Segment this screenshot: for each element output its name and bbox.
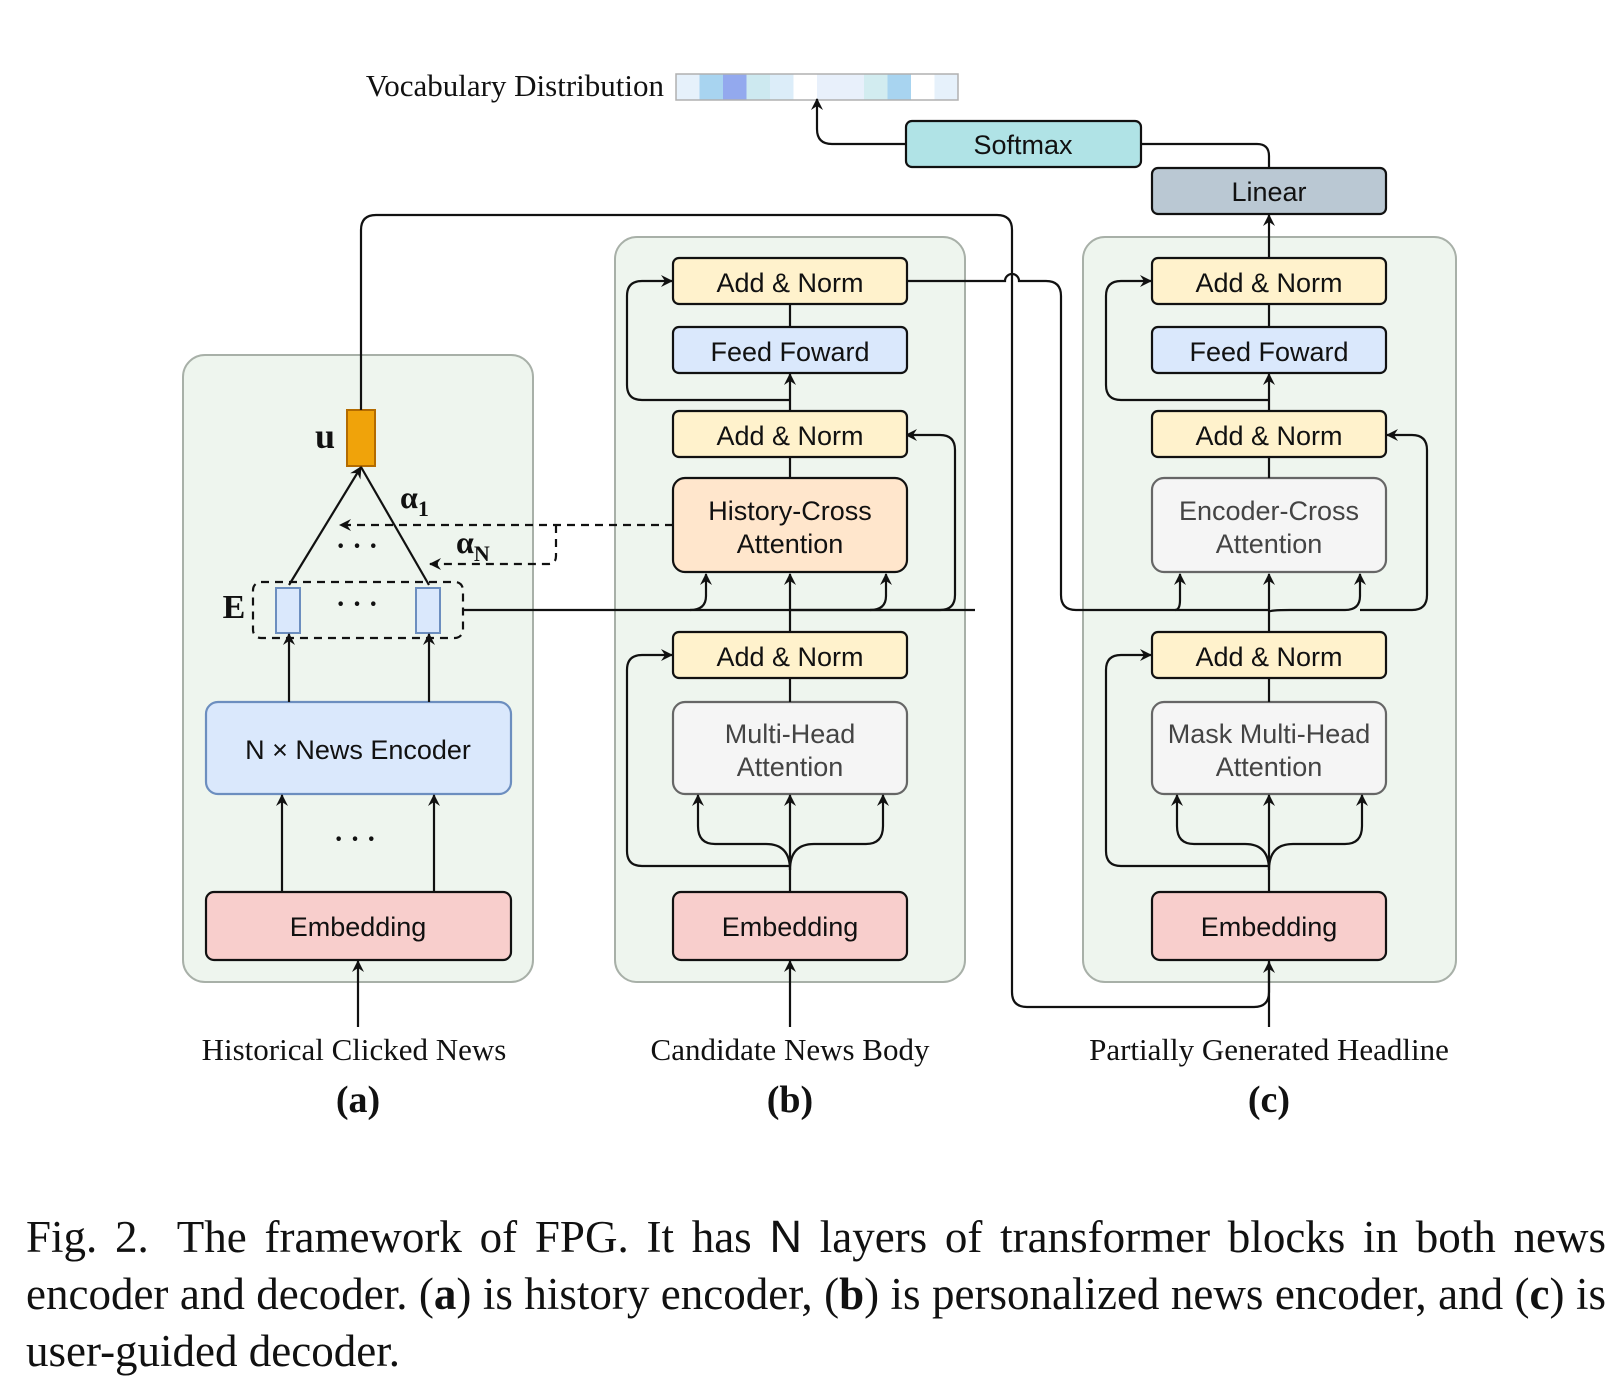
figure-caption: Fig. 2. The framework of FPG. It has N la… [26, 1208, 1606, 1380]
vocab-cell [911, 74, 935, 100]
vocab-distribution-bar [675, 73, 959, 101]
vocab-cell [770, 74, 794, 100]
c-emb-fork-right [1267, 794, 1368, 871]
vocab-cell [793, 74, 817, 100]
vocab-cell [864, 74, 888, 100]
linear-label: Linear [1231, 177, 1306, 207]
c-encoder-cross-line2: Attention [1216, 529, 1323, 559]
b-history-cross-line1: History-Cross [708, 496, 872, 526]
news-encoder-box [204, 700, 513, 796]
vocab-cell [723, 74, 747, 100]
b-embedding-label: Embedding [722, 912, 859, 942]
caption-part1: The framework of FPG. It has [176, 1212, 752, 1262]
line-linear-to-softmax [1141, 142, 1271, 168]
b-mid-residual [625, 275, 790, 402]
vocab-cell [887, 74, 911, 100]
caption-part4: ) is personalized news encoder, and ( [864, 1269, 1530, 1319]
line-e1-to-u [288, 466, 362, 586]
news-embedding-vector-1 [275, 587, 301, 634]
fpg-framework-diagram: Vocabulary Distribution Softmax Linear u… [182, 68, 1457, 1121]
b-mha-line2: Attention [737, 752, 844, 782]
embedding-a-label: Embedding [290, 912, 427, 942]
e-label: E [223, 589, 246, 626]
c-add-norm-top-label: Add & Norm [1195, 268, 1342, 298]
caption-part2: layers of transformer blocks in both new… [26, 1212, 1607, 1319]
c-mha-line1: Mask Multi-Head [1168, 719, 1371, 749]
caption-label: Fig. 2. [26, 1212, 149, 1262]
caption-n: N [769, 1211, 802, 1262]
caption-b: b [839, 1269, 865, 1319]
b-mha-line1: Multi-Head [725, 719, 856, 749]
vocab-cell [934, 74, 958, 100]
c-feed-forward-label: Feed Foward [1189, 337, 1348, 367]
dashed-alphan-arrow [429, 525, 558, 570]
input-label-c: Partially Generated Headline [1089, 1032, 1449, 1067]
line-en-to-u [360, 466, 430, 586]
alpha-n-label: αN [456, 524, 490, 566]
line-u-to-decoder [359, 213, 1275, 1009]
c-mid-residual [1104, 275, 1269, 402]
input-label-b: Candidate News Body [651, 1032, 930, 1067]
input-label-a: Historical Clicked News [202, 1032, 507, 1067]
c-mha-line2: Attention [1216, 752, 1323, 782]
b-add-norm-low-label: Add & Norm [716, 642, 863, 672]
c-add-norm-low-label: Add & Norm [1195, 642, 1342, 672]
b-feed-forward-label: Feed Foward [710, 337, 869, 367]
b-history-cross-line2: Attention [737, 529, 844, 559]
c-add-norm-mid-label: Add & Norm [1195, 421, 1342, 451]
vocab-distribution-label: Vocabulary Distribution [366, 68, 665, 103]
c-emb-fork-left [1171, 794, 1271, 871]
c-emb-residual [1104, 649, 1269, 868]
vocab-cell [840, 74, 864, 100]
c-encoder-cross-line1: Encoder-Cross [1179, 496, 1359, 526]
caption-part5: ) is user-guided decoder. [26, 1269, 1606, 1376]
caption-a: a [433, 1269, 457, 1319]
softmax-label: Softmax [973, 130, 1073, 160]
panel-tag-c: (c) [1248, 1079, 1290, 1121]
panel-tag-b: (b) [767, 1079, 813, 1121]
arrow-softmax-to-vocab [811, 98, 906, 146]
b-add-norm-mid-label: Add & Norm [716, 421, 863, 451]
alpha-1-label: α1 [400, 479, 429, 521]
vocab-cell [699, 74, 723, 100]
u-label: u [315, 416, 335, 456]
arrow-b-low-residual [790, 429, 957, 612]
b-add-norm-top-label: Add & Norm [716, 268, 863, 298]
arrow-e-to-cross-left [689, 573, 712, 612]
dots-inputs: · · · [334, 824, 376, 855]
dots-embeddings: · · · [336, 589, 378, 620]
news-embedding-vector-n [415, 587, 441, 634]
dots-attention: · · · [336, 531, 378, 562]
caption-part3: ) is history encoder, ( [456, 1269, 840, 1319]
vocab-cell [746, 74, 770, 100]
user-vector-u [346, 409, 376, 467]
news-encoder-label: N × News Encoder [245, 735, 471, 765]
panel-tag-a: (a) [336, 1079, 380, 1121]
vocab-cell [676, 74, 700, 100]
b-emb-residual [625, 649, 790, 868]
c-embedding-label: Embedding [1201, 912, 1338, 942]
b-emb-fork-left [692, 794, 792, 871]
b-emb-fork-right [788, 794, 889, 871]
c-cross-right-arrow [1267, 573, 1366, 613]
vocab-cell [817, 74, 841, 100]
caption-c: c [1529, 1269, 1550, 1319]
c-low-residual [1360, 429, 1429, 612]
